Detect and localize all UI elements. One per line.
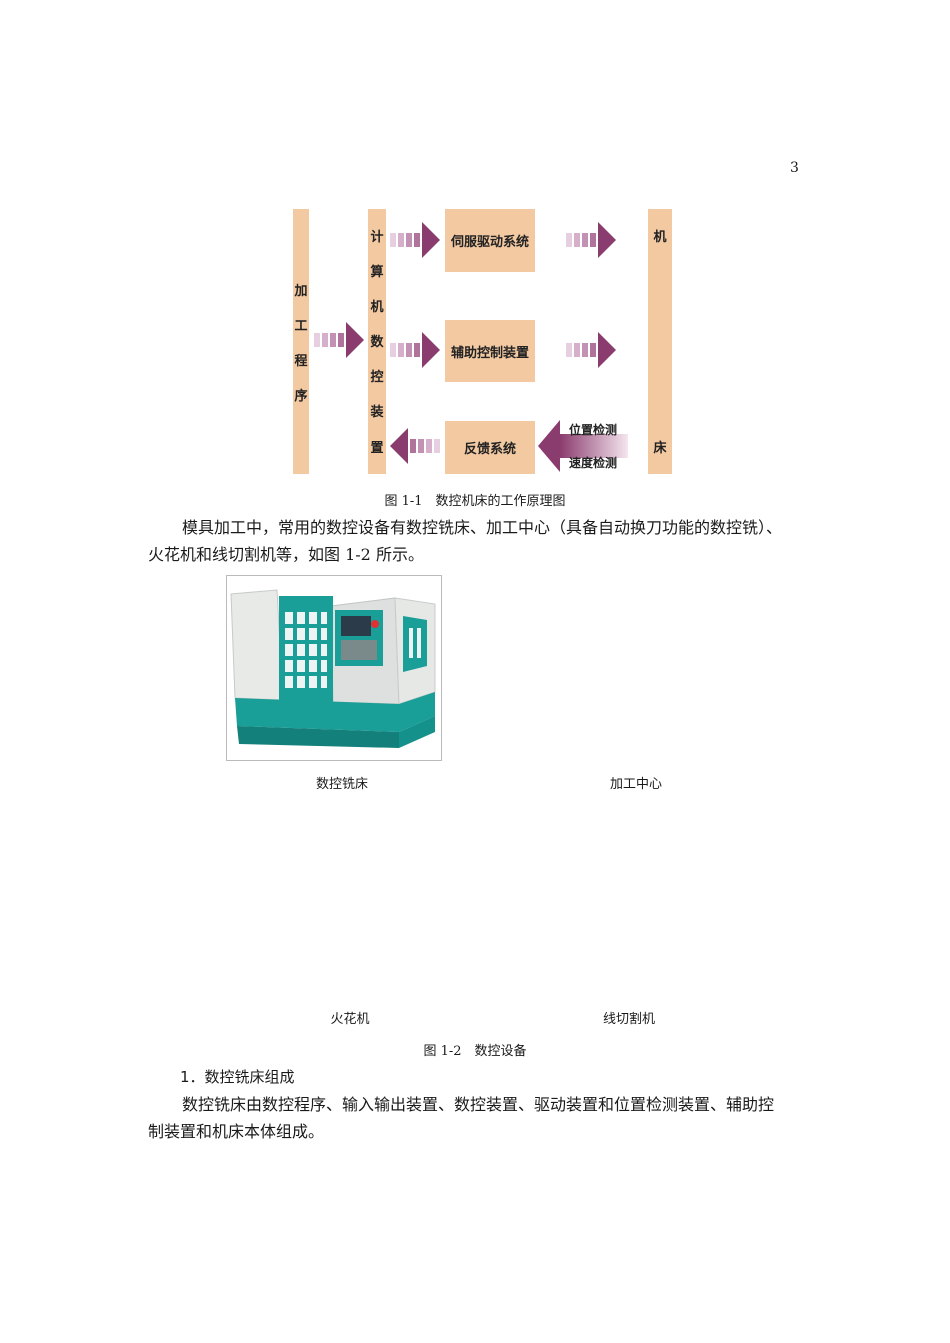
paragraph1-line2: 火花机和线切割机等，如图 1-2 所示。 — [148, 545, 424, 564]
cnc-char-6: 装 — [370, 405, 384, 420]
machine-to-feedback-arrow-icon — [538, 420, 628, 472]
cnc-char-5: 控 — [370, 370, 384, 385]
speed-detection-label: 速度检测 — [569, 456, 618, 470]
servo-drive-box: 伺服驱动系统 — [445, 209, 535, 272]
figure1-caption: 图 1-1 数控机床的工作原理图 — [384, 494, 566, 509]
cnc-milling-label: 数控铣床 — [315, 777, 368, 792]
servo-to-machine-arrow-icon — [566, 222, 616, 258]
program-char-3: 程 — [294, 354, 308, 369]
aux-to-machine-arrow-icon — [566, 332, 616, 368]
cnc-char-1: 计 — [370, 230, 384, 245]
paragraph2-line1: 数控铣床由数控程序、输入输出装置、数控装置、驱动装置和位置检测装置、辅助控 — [182, 1095, 775, 1114]
program-char-2: 工 — [294, 319, 308, 334]
cnc-char-7: 置 — [370, 441, 384, 456]
cnc-milling-machine-image — [226, 575, 442, 761]
feedback-system-box: 反馈系统 — [445, 421, 535, 474]
milling-machine-drawing — [230, 589, 436, 748]
section-heading: 1．数控铣床组成 — [180, 1068, 295, 1086]
auxiliary-control-box: 辅助控制装置 — [445, 320, 535, 382]
figure2-caption: 图 1-2 数控设备 — [423, 1044, 527, 1059]
cnc-char-2: 算 — [370, 265, 384, 280]
page-number: 3 — [790, 160, 799, 176]
machine-char-2: 床 — [653, 441, 667, 456]
edm-label: 火花机 — [330, 1012, 370, 1027]
cnc-char-3: 机 — [370, 300, 384, 315]
machine-bar — [648, 209, 672, 474]
program-bar — [293, 209, 309, 474]
paragraph1-line1: 模具加工中，常用的数控设备有数控铣床、加工中心（具备自动换刀功能的数控铣）、 — [182, 518, 783, 537]
cnc-to-aux-arrow-icon — [390, 332, 440, 368]
wire-cut-label: 线切割机 — [602, 1012, 655, 1027]
feedback-to-cnc-arrow-icon — [390, 428, 440, 464]
working-principle-diagram: 加 工 程 序 计 算 机 数 控 装 置 机 床 伺服驱动系统 辅助控制装置 … — [0, 0, 950, 480]
paragraph2-line2: 制装置和机床本体组成。 — [148, 1122, 325, 1141]
position-detection-label: 位置检测 — [569, 423, 618, 437]
cnc-char-4: 数 — [370, 335, 384, 350]
program-char-1: 加 — [294, 284, 308, 299]
cnc-to-servo-arrow-icon — [390, 222, 440, 258]
program-to-cnc-arrow-icon — [314, 322, 364, 358]
program-char-4: 序 — [294, 389, 308, 404]
cnc-device-bar — [368, 209, 386, 474]
machine-char-1: 机 — [653, 230, 667, 245]
machining-center-label: 加工中心 — [609, 777, 662, 792]
